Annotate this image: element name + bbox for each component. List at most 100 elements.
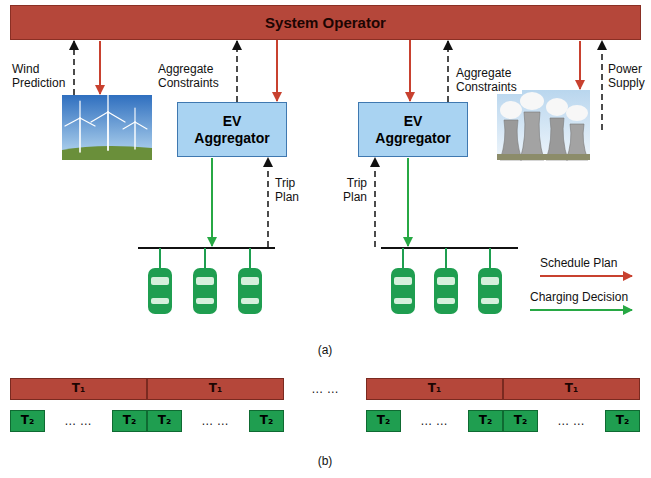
wind-farm-picture xyxy=(123,122,135,129)
wind-farm-picture xyxy=(134,122,135,149)
wind-farm-picture xyxy=(65,93,147,152)
electric-car xyxy=(241,298,259,304)
wind-arrows xyxy=(99,41,101,94)
power-plant-picture xyxy=(497,90,590,160)
wind-farm-picture xyxy=(80,118,95,126)
electric-car xyxy=(391,268,415,314)
wind-farm-picture xyxy=(62,93,152,160)
electric-car xyxy=(489,248,491,268)
schedule-period-box: T₁ xyxy=(10,378,147,400)
signal-label: Power Supply xyxy=(608,62,648,90)
charging-arrows xyxy=(211,158,213,246)
electric-car xyxy=(151,277,169,285)
electric-car xyxy=(148,248,172,314)
electric-car xyxy=(394,298,412,304)
electric-car xyxy=(238,268,262,314)
aggregator-box: EV Aggregator xyxy=(358,102,468,157)
electric-car xyxy=(394,277,412,285)
panel-tag: (a) xyxy=(305,343,345,357)
node-label: T₁ xyxy=(565,382,578,396)
electric-car xyxy=(241,277,259,285)
flow-arrow xyxy=(276,40,278,101)
charging-period-box: T₂ xyxy=(503,410,538,432)
ellipsis-mark: … … xyxy=(409,414,459,428)
electric-car xyxy=(196,277,214,285)
node-label: EV Aggregator xyxy=(186,113,278,145)
power-plant-picture xyxy=(500,101,522,119)
node-label: T₂ xyxy=(616,414,629,428)
wind-farm-picture xyxy=(79,118,81,152)
charging-period-box: T₂ xyxy=(468,410,503,432)
electric-car xyxy=(196,298,214,304)
legend-arrow xyxy=(530,309,632,311)
ellipsis-mark: … … xyxy=(53,414,103,428)
wind-farm-picture xyxy=(135,122,147,129)
charging-arrows xyxy=(407,158,409,246)
wind-farm-picture xyxy=(62,146,152,160)
wind-farm-picture xyxy=(134,108,135,122)
legend-label: Charging Decision xyxy=(530,290,628,304)
electric-car xyxy=(478,248,502,314)
power-arrows xyxy=(579,41,581,89)
charging-bus xyxy=(138,247,275,249)
trip-plan-arrows xyxy=(268,158,375,247)
power-plant-picture xyxy=(520,92,544,110)
legend-label: Schedule Plan xyxy=(540,256,617,270)
ellipsis-mark: … … xyxy=(190,414,240,428)
wind-farm-picture xyxy=(107,93,108,112)
schedule-period-box: T₁ xyxy=(147,378,284,400)
legend-arrow xyxy=(540,275,632,277)
flow-arrow xyxy=(409,40,411,101)
power-plant-picture xyxy=(520,112,544,160)
legend-arrow xyxy=(530,276,632,310)
node-label: T₂ xyxy=(123,414,136,428)
node-label: T₂ xyxy=(260,414,273,428)
electric-car xyxy=(434,268,458,314)
electric-car xyxy=(204,248,206,268)
edge-label: Aggregate Constraints xyxy=(456,66,522,94)
power-arrows xyxy=(601,41,603,130)
signal-label: Trip Plan xyxy=(337,176,367,204)
node-label: T₂ xyxy=(514,414,527,428)
charging-period-box: T₂ xyxy=(112,410,147,432)
charging-period-box: T₂ xyxy=(605,410,640,432)
legend-item: Schedule Plan xyxy=(540,256,617,270)
node-label: T₂ xyxy=(21,414,34,428)
node-label: T₂ xyxy=(158,414,171,428)
node-label: EV Aggregator xyxy=(367,113,459,145)
wind-farm-picture xyxy=(65,118,80,126)
power-arrows xyxy=(580,41,602,130)
electric-car xyxy=(193,268,217,314)
trip-plan-arrows xyxy=(267,158,269,247)
power-plant-picture xyxy=(497,90,590,160)
electric-car xyxy=(402,248,404,268)
schedule-period-box: T₁ xyxy=(503,378,640,400)
electric-car xyxy=(151,298,169,304)
wind-farm-picture xyxy=(79,101,80,118)
aggregator-box: EV Aggregator xyxy=(177,102,287,157)
electric-car xyxy=(481,298,499,304)
signal-label: Wind Prediction xyxy=(12,62,70,90)
electric-car xyxy=(434,248,458,314)
node-label: T₁ xyxy=(72,382,85,396)
node-label: T₂ xyxy=(377,414,390,428)
electric-car xyxy=(249,248,251,268)
charging-bus xyxy=(138,248,518,249)
flow-arrow xyxy=(236,41,238,102)
wind-arrows xyxy=(73,41,75,95)
electric-car xyxy=(193,248,217,314)
electric-car xyxy=(437,298,455,304)
electric-car xyxy=(445,248,447,268)
trip-plan-arrows xyxy=(374,158,376,247)
charging-period-box: T₂ xyxy=(366,410,401,432)
charging-bus xyxy=(381,247,518,249)
edge-label: Aggregate Constraints xyxy=(158,62,224,90)
legend-item: Charging Decision xyxy=(530,290,628,304)
node-label: System Operator xyxy=(265,14,386,31)
electric-car xyxy=(148,268,172,314)
power-plant-picture xyxy=(497,154,590,160)
electric-car xyxy=(238,248,262,314)
